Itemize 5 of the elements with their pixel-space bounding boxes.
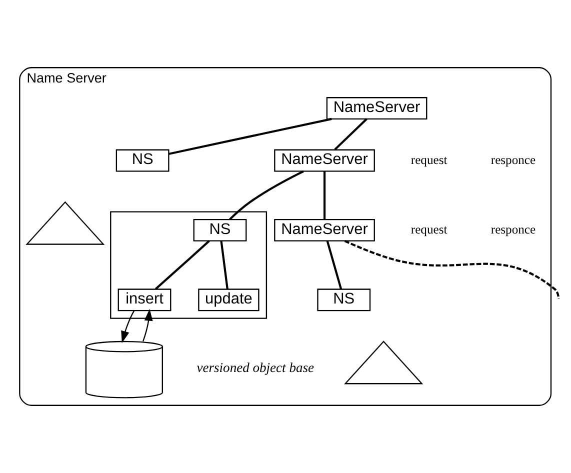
label: responce bbox=[490, 222, 536, 236]
label: request bbox=[410, 152, 448, 167]
label: responce bbox=[490, 152, 536, 167]
node-label: versioned object base bbox=[196, 360, 314, 376]
label: request bbox=[410, 222, 448, 236]
